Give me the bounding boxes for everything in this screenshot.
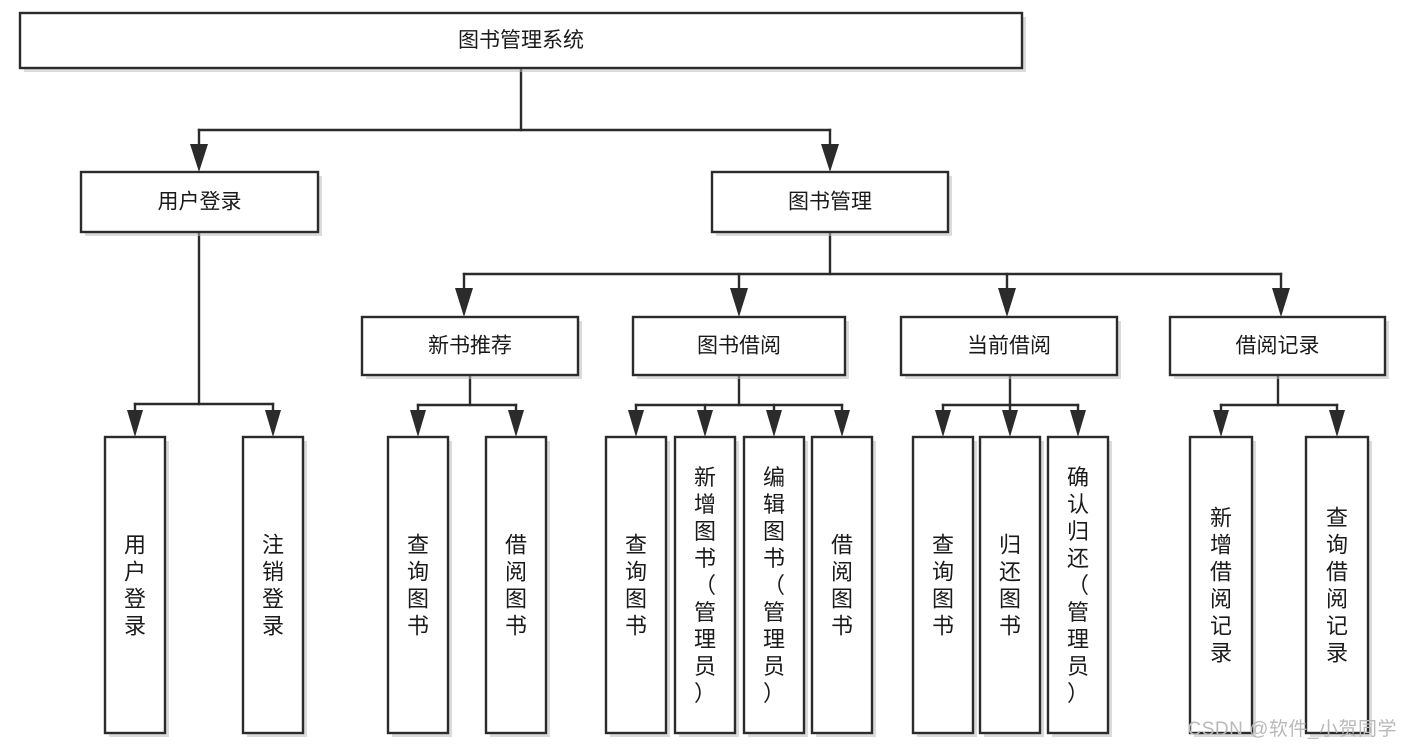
node-label: 查询图书	[407, 533, 429, 639]
node-label: 查询借阅记录	[1326, 506, 1348, 666]
node-label: 图书管理系统	[458, 29, 584, 52]
arrow-head-leaf-edit-book	[766, 410, 782, 437]
node-leaf-query-book-1[interactable]: 查询图书	[386, 435, 452, 737]
node-box[interactable]	[710, 170, 950, 234]
node-label: 注销登录	[262, 533, 284, 639]
node-label: 查询图书	[932, 533, 954, 639]
node-leaf-add-record[interactable]: 新增借阅记录	[1188, 435, 1256, 737]
connector-group-new-book-recommend	[410, 373, 524, 437]
node-label: 用户登录	[158, 191, 242, 214]
node-box[interactable]	[1046, 435, 1110, 735]
node-box[interactable]	[978, 435, 1042, 735]
node-box[interactable]	[241, 435, 305, 735]
arrow-head-book-manage	[821, 144, 839, 172]
connector-group-root	[190, 66, 839, 172]
arrow-head-leaf-borrow-book-2	[834, 410, 850, 437]
arrow-head-leaf-confirm-return	[1070, 410, 1086, 437]
node-leaf-add-book[interactable]: 新增图书（管理员）	[673, 435, 739, 737]
node-box[interactable]	[79, 170, 320, 234]
arrow-head-leaf-logout	[265, 410, 281, 437]
connector-group-book-borrow	[628, 373, 850, 437]
node-leaf-edit-book[interactable]: 编辑图书（管理员）	[742, 435, 808, 737]
node-box[interactable]	[673, 435, 737, 735]
node-label: 查询图书	[625, 533, 647, 639]
arrow-head-leaf-borrow-book-1	[508, 410, 524, 437]
node-box[interactable]	[386, 435, 450, 735]
arrow-head-leaf-query-book-3	[935, 410, 951, 437]
node-label: 图书借阅	[697, 335, 781, 358]
node-box[interactable]	[631, 315, 847, 377]
arrow-head-new-book-recommend	[455, 288, 473, 317]
node-leaf-borrow-book-1[interactable]: 借阅图书	[484, 435, 550, 737]
arrow-head-user-login	[190, 144, 208, 172]
node-label: 借阅图书	[831, 533, 853, 639]
node-box[interactable]	[1304, 435, 1370, 735]
node-box[interactable]	[1188, 435, 1254, 735]
node-box[interactable]	[360, 315, 580, 377]
arrow-head-leaf-add-book	[697, 410, 713, 437]
node-box[interactable]	[911, 435, 975, 735]
node-label: 新书推荐	[428, 335, 512, 358]
node-box[interactable]	[1168, 315, 1387, 377]
node-leaf-logout[interactable]: 注销登录	[241, 435, 307, 737]
node-label: 借阅图书	[505, 533, 527, 639]
node-label: 新增图书（管理员）	[694, 465, 716, 706]
node-label: 借阅记录	[1236, 335, 1320, 358]
node-box[interactable]	[18, 11, 1024, 70]
node-leaf-user-login[interactable]: 用户登录	[103, 435, 169, 737]
node-current-borrow[interactable]: 当前借阅	[899, 315, 1121, 379]
arrow-head-leaf-add-record	[1213, 410, 1229, 437]
node-book-borrow[interactable]: 图书借阅	[631, 315, 849, 379]
node-label: 当前借阅	[967, 335, 1051, 358]
node-label: 新增借阅记录	[1210, 506, 1232, 666]
node-borrow-record[interactable]: 借阅记录	[1168, 315, 1389, 379]
node-box[interactable]	[484, 435, 548, 735]
arrow-head-borrow-record	[1272, 288, 1290, 317]
node-box[interactable]	[103, 435, 167, 735]
arrow-head-leaf-query-book-2	[628, 410, 644, 437]
node-leaf-borrow-book-2[interactable]: 借阅图书	[810, 435, 876, 737]
connector-group-book-manage	[455, 230, 1290, 317]
node-label: 确认归还（管理员）	[1067, 465, 1089, 706]
connector-group-current-borrow	[935, 373, 1086, 437]
node-root[interactable]: 图书管理系统	[18, 11, 1026, 72]
node-new-book-recommend[interactable]: 新书推荐	[360, 315, 582, 379]
node-label: 图书管理	[788, 191, 872, 214]
node-leaf-confirm-return[interactable]: 确认归还（管理员）	[1046, 435, 1112, 737]
node-box[interactable]	[899, 315, 1119, 377]
node-leaf-query-record[interactable]: 查询借阅记录	[1304, 435, 1372, 737]
node-leaf-query-book-3[interactable]: 查询图书	[911, 435, 977, 737]
node-leaf-query-book-2[interactable]: 查询图书	[604, 435, 670, 737]
connector-group-user-login	[127, 230, 281, 437]
connector-group-borrow-record	[1213, 373, 1345, 437]
node-label: 用户登录	[124, 533, 146, 639]
node-user-login[interactable]: 用户登录	[79, 170, 322, 236]
node-label: 编辑图书（管理员）	[763, 465, 785, 706]
node-box[interactable]	[810, 435, 874, 735]
node-label: 归还图书	[999, 533, 1021, 639]
arrow-head-leaf-query-book-1	[410, 410, 426, 437]
arrow-head-leaf-query-record	[1329, 410, 1345, 437]
nodes-layer: 图书管理系统用户登录图书管理新书推荐图书借阅当前借阅借阅记录用户登录注销登录查询…	[18, 11, 1389, 737]
arrow-head-current-borrow	[998, 288, 1016, 317]
node-leaf-return-book[interactable]: 归还图书	[978, 435, 1044, 737]
arrow-head-book-borrow	[730, 288, 748, 317]
node-box[interactable]	[604, 435, 668, 735]
arrow-head-leaf-user-login	[127, 410, 143, 437]
watermark-text: CSDN @软件_小贺同学	[1187, 719, 1397, 740]
node-box[interactable]	[742, 435, 806, 735]
arrow-head-leaf-return-book	[1002, 410, 1018, 437]
node-book-manage[interactable]: 图书管理	[710, 170, 952, 236]
